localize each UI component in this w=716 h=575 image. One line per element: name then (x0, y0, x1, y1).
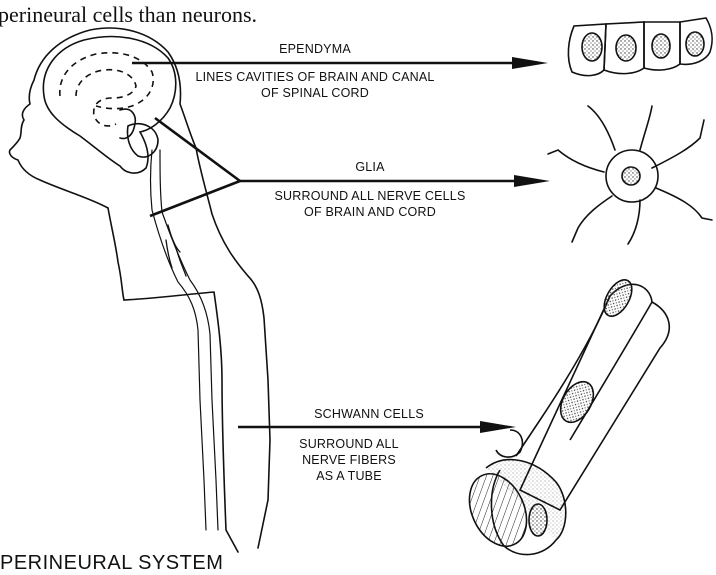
glia-title: GLIA (320, 160, 420, 174)
schwann-cell-illustration (458, 275, 669, 555)
schwann-desc-3: AS A TUBE (294, 469, 404, 483)
nerve-root-3 (176, 248, 186, 276)
spinal-cord-line (151, 150, 207, 530)
brain (43, 37, 175, 174)
nerve-root-2 (166, 240, 172, 268)
ependyma-desc-2: OF SPINAL CORD (150, 86, 480, 100)
ependyma-desc-1: LINES CAVITIES OF BRAIN AND CANAL (150, 70, 480, 84)
ventricle-dashed-inner (76, 70, 136, 126)
glial-cell-illustration (548, 106, 712, 244)
schwann-desc-2: NERVE FIBERS (294, 453, 404, 467)
nerve-root-1 (168, 225, 180, 252)
head-outline (9, 28, 196, 208)
brain-outline (43, 37, 175, 174)
spinal-cord-line-2 (160, 150, 218, 530)
schwann-desc-1: SURROUND ALL (294, 437, 404, 451)
schwann-arrow (238, 421, 516, 433)
ependymal-cells-illustration (568, 18, 712, 76)
neck-front (108, 208, 124, 300)
ependyma-title: EPENDYMA (250, 42, 380, 56)
intro-text: perineural cells than neurons. (0, 2, 257, 28)
ventricle-dashed-outer (60, 53, 153, 109)
glia-desc-1: SURROUND ALL NERVE CELLS (250, 189, 490, 203)
section-heading: PERINEURAL SYSTEM (0, 552, 223, 575)
human-figure (9, 28, 270, 552)
schwann-title: SCHWANN CELLS (294, 407, 444, 421)
arm-outline (124, 292, 238, 552)
glia-desc-2: OF BRAIN AND CORD (250, 205, 490, 219)
cerebellum (127, 124, 158, 157)
ependyma-arrow (132, 57, 548, 69)
